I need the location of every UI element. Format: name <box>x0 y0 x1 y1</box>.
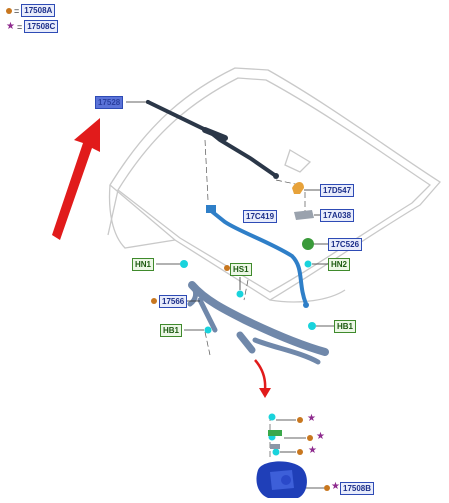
fasteners <box>180 260 316 456</box>
legend-eq: = <box>16 21 23 32</box>
label-17566[interactable]: 17566 <box>159 295 188 308</box>
wiper-arm-part <box>126 100 279 179</box>
label-hn1[interactable]: HN1 <box>132 258 155 271</box>
red-curved-arrow <box>254 359 271 398</box>
nozzle-part <box>292 182 320 194</box>
legend-eq: = <box>14 5 20 16</box>
star-icon: ★ <box>331 481 340 492</box>
star-icon: ★ <box>307 413 316 424</box>
label-hs1[interactable]: HS1 <box>230 263 252 276</box>
guide-lines <box>204 139 306 460</box>
motor-bracket-hardware <box>268 430 282 449</box>
label-17528[interactable]: 17528 <box>95 96 124 109</box>
dot-icon <box>6 7 12 14</box>
legend-row-17508c: ★ = 17508C <box>6 20 59 33</box>
label-17a038[interactable]: 17A038 <box>320 209 355 222</box>
wiper-linkage-part <box>187 281 329 365</box>
star-icon: ★ <box>316 431 325 442</box>
windshield-outline <box>107 67 441 303</box>
label-hn2[interactable]: HN2 <box>328 258 351 271</box>
grommet-part <box>302 238 328 250</box>
legend-code-17508a[interactable]: 17508A <box>21 4 56 17</box>
label-17c526[interactable]: 17C526 <box>328 238 363 251</box>
washer-hose-part <box>206 205 309 308</box>
red-pointer-arrow <box>52 118 100 240</box>
clip-part <box>294 210 320 220</box>
part-markers <box>151 265 330 491</box>
label-hb1-right[interactable]: HB1 <box>334 320 357 333</box>
label-17508b[interactable]: 17508B <box>340 482 375 495</box>
wiper-motor-part <box>256 461 307 498</box>
star-icon: ★ <box>308 445 317 456</box>
label-hb1-left[interactable]: HB1 <box>160 324 183 337</box>
label-17c419[interactable]: 17C419 <box>243 210 278 223</box>
leader-lines <box>156 263 334 489</box>
star-icon: ★ <box>6 20 15 32</box>
legend-code-17508c[interactable]: 17508C <box>24 20 59 33</box>
label-17d547[interactable]: 17D547 <box>320 184 355 197</box>
legend-row-17508a: = 17508A <box>6 4 56 17</box>
